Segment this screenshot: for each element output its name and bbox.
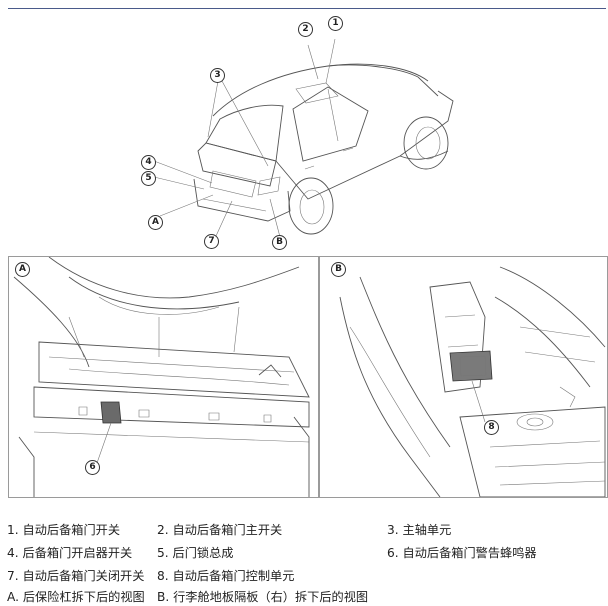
legend-item-3: 3. 主轴单元 [387,523,452,537]
callout-6: 6 [85,460,100,475]
legend-item-6: 6. 自动后备箱门警告蜂鸣器 [387,546,537,560]
legend-item-8: 8. 自动后备箱门控制单元 [157,569,295,583]
car-outline-drawing [153,38,454,238]
legend-item-7: 7. 自动后备箱门关闭开关 [7,569,145,583]
panel-b-label: B [331,262,346,277]
callout-8: 8 [484,420,499,435]
callout-2: 2 [298,22,313,37]
legend-item-4: 4. 后备箱门开启器开关 [7,546,133,560]
luggage-floor-removed-drawing [339,266,606,497]
legend-item-2: 2. 自动后备箱门主开关 [157,523,283,537]
callout-b: B [272,235,287,250]
callout-5: 5 [141,171,156,186]
legend-item-5: 5. 后门锁总成 [157,546,234,560]
panel-a-label: A [15,262,30,277]
callout-a: A [148,215,163,230]
callout-4: 4 [141,155,156,170]
detail-panel-b: B 8 [319,256,608,498]
detail-panel-a: A 6 [8,256,319,498]
callout-7: 7 [204,234,219,249]
legend-item-a: A. 后保险杠拆下后的视图 [7,590,145,604]
rear-bumper-removed-drawing [13,257,310,497]
car-overview-panel: 1 2 3 4 5 A 7 B [8,11,606,254]
callout-3: 3 [210,68,225,83]
callout-1: 1 [328,16,343,31]
legend-item-b: B. 行李舱地板隔板（右）拆下后的视图 [157,590,369,604]
top-rule [8,8,606,9]
legend-item-1: 1. 自动后备箱门开关 [7,523,121,537]
